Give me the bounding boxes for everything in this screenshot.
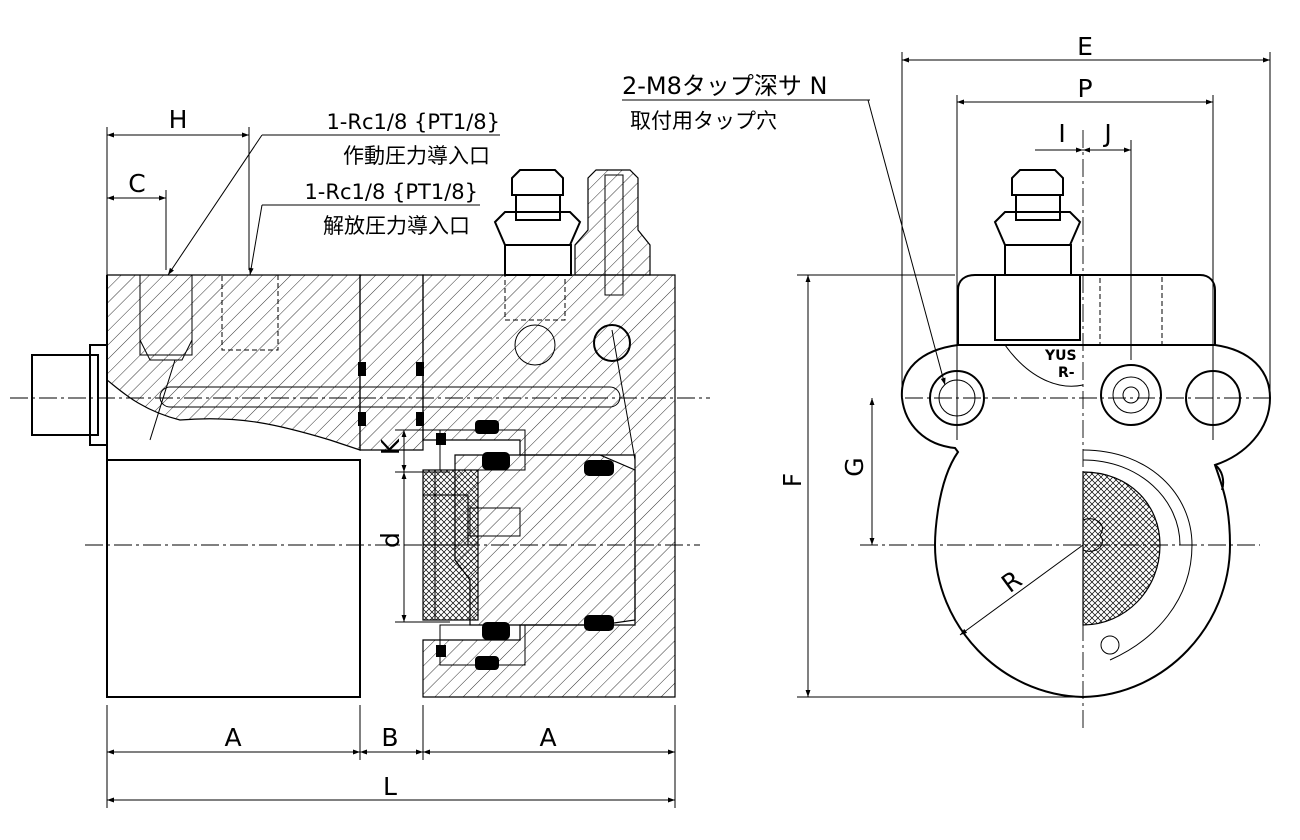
nipple-hole-outer (1100, 364, 1162, 426)
seal-1 (475, 420, 499, 434)
o-ring-c (358, 412, 366, 426)
marking-line1: YUS (1044, 348, 1077, 364)
nipple-hole-inner (1122, 386, 1140, 404)
upper-block-section (106, 274, 361, 451)
port2-spec: 1-Rc1/8 {PT1/8} (304, 180, 478, 204)
drill-passage (149, 359, 176, 441)
clip-bottom (436, 645, 446, 657)
dim-B: B (381, 723, 398, 752)
tap-spec: 2-M8タップ深サ N (622, 72, 828, 100)
dim-R: R (996, 565, 1027, 599)
port2-name: 解放圧力導入口 (323, 214, 470, 238)
dim-P: P (1077, 74, 1092, 103)
side-fitting (31, 354, 99, 436)
dim-J: J (1102, 119, 1111, 148)
piston-section (454, 454, 636, 626)
port1-spec: 1-Rc1/8 {PT1/8} (326, 110, 500, 134)
small-screw (1100, 635, 1120, 655)
inner-arc-2 (1082, 459, 1181, 546)
side-fitting-flange (89, 344, 108, 446)
dim-A-right: A (539, 723, 556, 752)
drill-passage-2 (611, 329, 636, 461)
o-ring-d (416, 412, 424, 426)
side-view (860, 130, 1272, 730)
inner-arc (1082, 449, 1193, 661)
pin (469, 507, 521, 537)
o-ring-b (416, 362, 424, 376)
seal-3 (584, 460, 614, 476)
pin-head (1082, 518, 1103, 552)
tap-name: 取付用タップ穴 (630, 109, 777, 133)
marking-line2: R- (1058, 365, 1075, 381)
port1-name: 作動圧力導入口 (343, 144, 490, 168)
grease-nipple-1 (493, 169, 582, 366)
mounting-flange (900, 344, 1272, 699)
pad-pocket (422, 494, 469, 546)
oil-passage (159, 386, 621, 408)
center-block-section (359, 274, 424, 451)
seal-4 (584, 615, 614, 631)
port1-bore (139, 274, 193, 356)
o-ring-a (358, 362, 366, 376)
seal-5 (482, 622, 510, 640)
dim-F: F (778, 473, 807, 487)
dim-d: d (376, 532, 405, 548)
port1-bottom (139, 339, 193, 361)
dim-K: K (376, 438, 405, 455)
section-view (10, 169, 710, 698)
lower-left-block (106, 459, 361, 698)
waist-detail (1214, 464, 1225, 491)
dim-A-left: A (224, 723, 241, 752)
dim-L: L (383, 772, 397, 801)
seal-6 (475, 656, 499, 670)
right-dimensions (622, 52, 1271, 698)
dim-E: E (1077, 32, 1093, 61)
side-grease-nipple (993, 169, 1082, 276)
dim-C: C (128, 169, 145, 198)
nipple-hole-mid (1112, 376, 1150, 414)
dim-H: H (169, 105, 188, 134)
brake-pad-face (1082, 471, 1161, 626)
clip-top (436, 433, 446, 445)
top-housing (957, 274, 1216, 345)
notch-curve (1004, 344, 1084, 387)
dim-G: G (840, 457, 869, 476)
nipple-boss (994, 274, 1081, 341)
grease-nipple-2 (574, 169, 651, 362)
dim-I: I (1058, 119, 1065, 148)
seal-2 (482, 452, 510, 470)
left-dimensions (106, 127, 676, 808)
